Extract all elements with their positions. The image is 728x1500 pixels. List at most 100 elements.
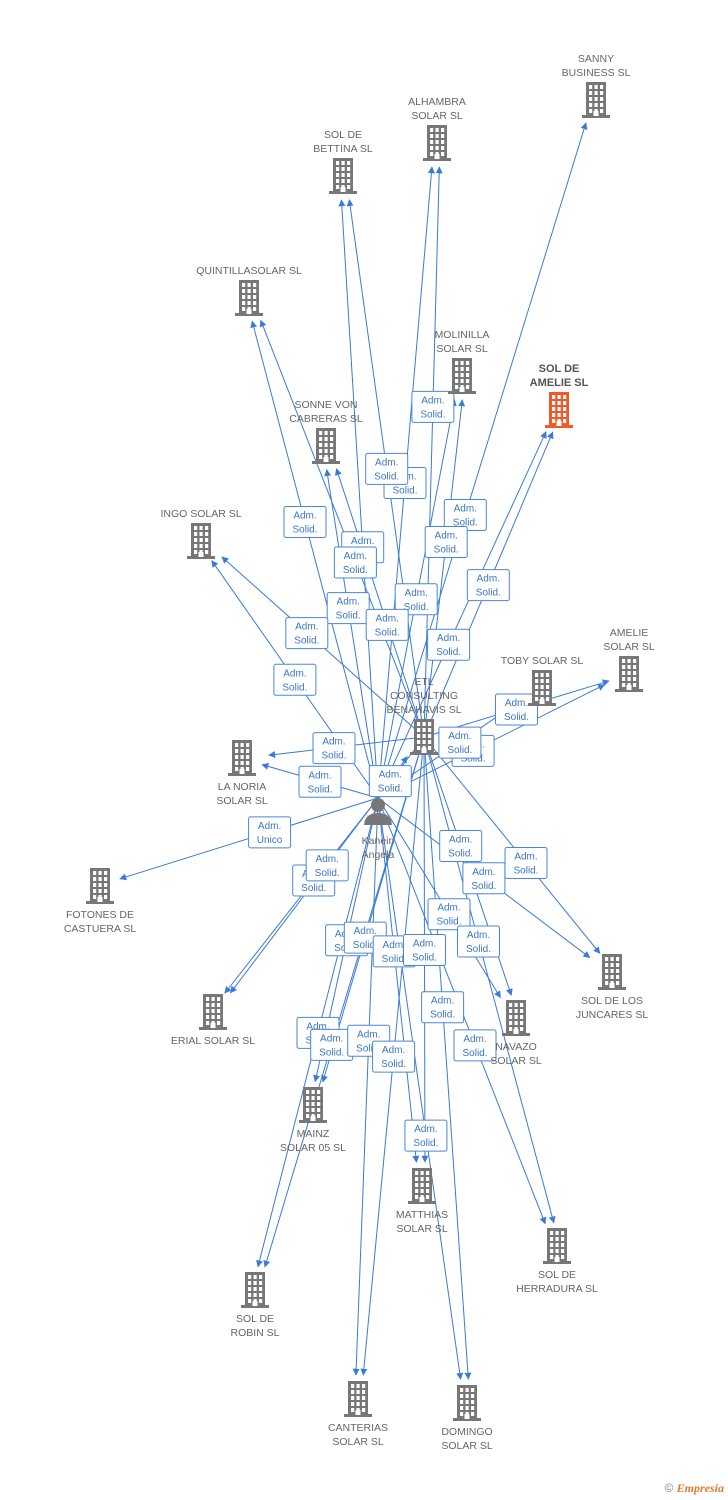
node-label: MOLINILLA xyxy=(435,329,490,341)
edge-label[interactable]: Adm.Solid. xyxy=(273,663,317,696)
edge-label-line: Solid. xyxy=(307,784,332,795)
edge-label[interactable]: Adm.Solid. xyxy=(368,765,412,798)
edge-kanein-to-navazo xyxy=(377,797,501,999)
edge-label-box xyxy=(427,628,471,661)
edge-label[interactable]: Adm.Solid. xyxy=(372,1040,416,1073)
edge-kanein-to-canterias xyxy=(352,797,379,1376)
building-icon xyxy=(423,125,451,161)
building-icon xyxy=(582,82,610,118)
node-label: SOLAR 05 SL xyxy=(280,1142,346,1154)
edge-label-line: Solid. xyxy=(381,1059,406,1070)
edge-label-line: Solid. xyxy=(301,883,326,894)
edge-label-line: Adm. xyxy=(431,996,454,1007)
edge-label[interactable]: Adm.Solid. xyxy=(394,583,438,616)
building-icon xyxy=(228,740,256,776)
edge-label-line: Adm. xyxy=(437,633,460,644)
node-quintilla[interactable]: QUINTILLASOLAR SL xyxy=(196,265,302,316)
node-erial[interactable]: ERIAL SOLAR SL xyxy=(171,994,255,1047)
edge-label-box xyxy=(466,569,510,602)
edge-label[interactable]: Adm.Solid. xyxy=(403,934,446,966)
edge-label[interactable]: Adm.Solid. xyxy=(404,1119,448,1152)
node-label: LA NORIA xyxy=(218,781,266,793)
node-amelie_sol[interactable]: SOL DE AMELIE SL xyxy=(530,363,589,428)
edge-label-line: Adm. xyxy=(357,1029,380,1040)
building-icon xyxy=(241,1272,269,1308)
edge-label[interactable]: Adm.Solid. xyxy=(438,726,482,759)
edge-label-box xyxy=(495,693,538,726)
edge-label[interactable]: Adm.Solid. xyxy=(457,925,500,958)
edge-label-line: Adm. xyxy=(306,1021,329,1032)
edge-label[interactable]: Adm.Solid. xyxy=(424,526,468,558)
edge-label[interactable]: Adm.Solid. xyxy=(365,608,409,641)
edge-label[interactable]: Adm. Solid. xyxy=(504,847,548,879)
node-label: SOL DE xyxy=(538,1269,576,1281)
edge-label-line: Adm. xyxy=(413,939,436,950)
node-toby[interactable]: TOBY SOLAR SL xyxy=(501,655,584,706)
edge-label[interactable]: Adm.Solid. xyxy=(421,991,465,1024)
edge-label[interactable]: Adm.Solid. xyxy=(462,862,506,895)
building-icon xyxy=(187,523,215,559)
edge-label[interactable]: Adm.Solid. xyxy=(326,592,370,625)
edge-label[interactable]: Adm.Solid. xyxy=(333,546,377,579)
edge-label[interactable]: Adm.Solid. xyxy=(427,898,471,931)
edge-label[interactable]: Adm.Solid. xyxy=(495,693,538,726)
node-label: AMELIE SL xyxy=(530,377,589,389)
edge-label-box xyxy=(403,934,446,966)
edge-label[interactable]: Adm.Solid. xyxy=(411,390,455,423)
edge-etl-to-quintilla xyxy=(259,319,425,738)
edge-label-line: Adm. xyxy=(293,511,316,522)
edge-label[interactable]: Adm.Solid. xyxy=(466,569,510,602)
edge-label-line: Solid. xyxy=(513,866,538,877)
node-mainz[interactable]: MAINZ SOLAR 05 SL xyxy=(280,1087,346,1154)
brand-logo-text[interactable]: Empresia xyxy=(676,1481,724,1495)
edge-label[interactable]: Adm.Solid. xyxy=(298,765,342,798)
edge-label[interactable]: Adm.Solid. xyxy=(427,628,471,661)
edge-label-line: Adm. xyxy=(463,1034,486,1045)
edge-label[interactable]: Adm. Unico xyxy=(248,816,292,849)
building-icon xyxy=(329,158,357,194)
edge-label[interactable]: Adm.Solid. xyxy=(285,617,329,650)
edge-label[interactable]: Adm.Solid. xyxy=(305,849,349,882)
edge-etl-to-robin xyxy=(263,736,425,1268)
edge-label[interactable]: Adm.Solid. xyxy=(453,1029,497,1062)
edge-label[interactable]: Adm.Solid. xyxy=(443,499,487,531)
edge-label-line: Adm. xyxy=(467,930,490,941)
edge-label-box xyxy=(305,849,349,882)
node-label: Kanein xyxy=(362,835,395,847)
edge-label-box xyxy=(424,526,468,558)
edge-label-line: Adm. xyxy=(514,852,537,863)
building-icon xyxy=(543,1228,571,1264)
node-label: SOL DE xyxy=(539,363,580,375)
node-label: MAINZ xyxy=(297,1128,330,1140)
edge-label-line: Unico xyxy=(257,835,283,846)
edge-label[interactable]: Adm.Solid. xyxy=(365,452,409,485)
edge-label[interactable]: Adm.Solid. xyxy=(312,732,356,765)
edge-label[interactable]: Adm.Solid. xyxy=(310,1028,354,1061)
node-ingo[interactable]: INGO SOLAR SL xyxy=(160,508,242,559)
edge-label-box xyxy=(504,847,548,879)
edge-label-line: Adm. xyxy=(344,551,367,562)
edge-label-line: Adm. xyxy=(437,903,460,914)
edge-label-line: Adm. xyxy=(435,531,458,542)
node-label: CASTUERA SL xyxy=(64,923,137,935)
edge-label[interactable]: Adm.Solid. xyxy=(283,506,327,538)
edge-label-line: Adm. xyxy=(258,821,281,832)
edge-label[interactable]: Adm.Solid. xyxy=(439,830,483,862)
